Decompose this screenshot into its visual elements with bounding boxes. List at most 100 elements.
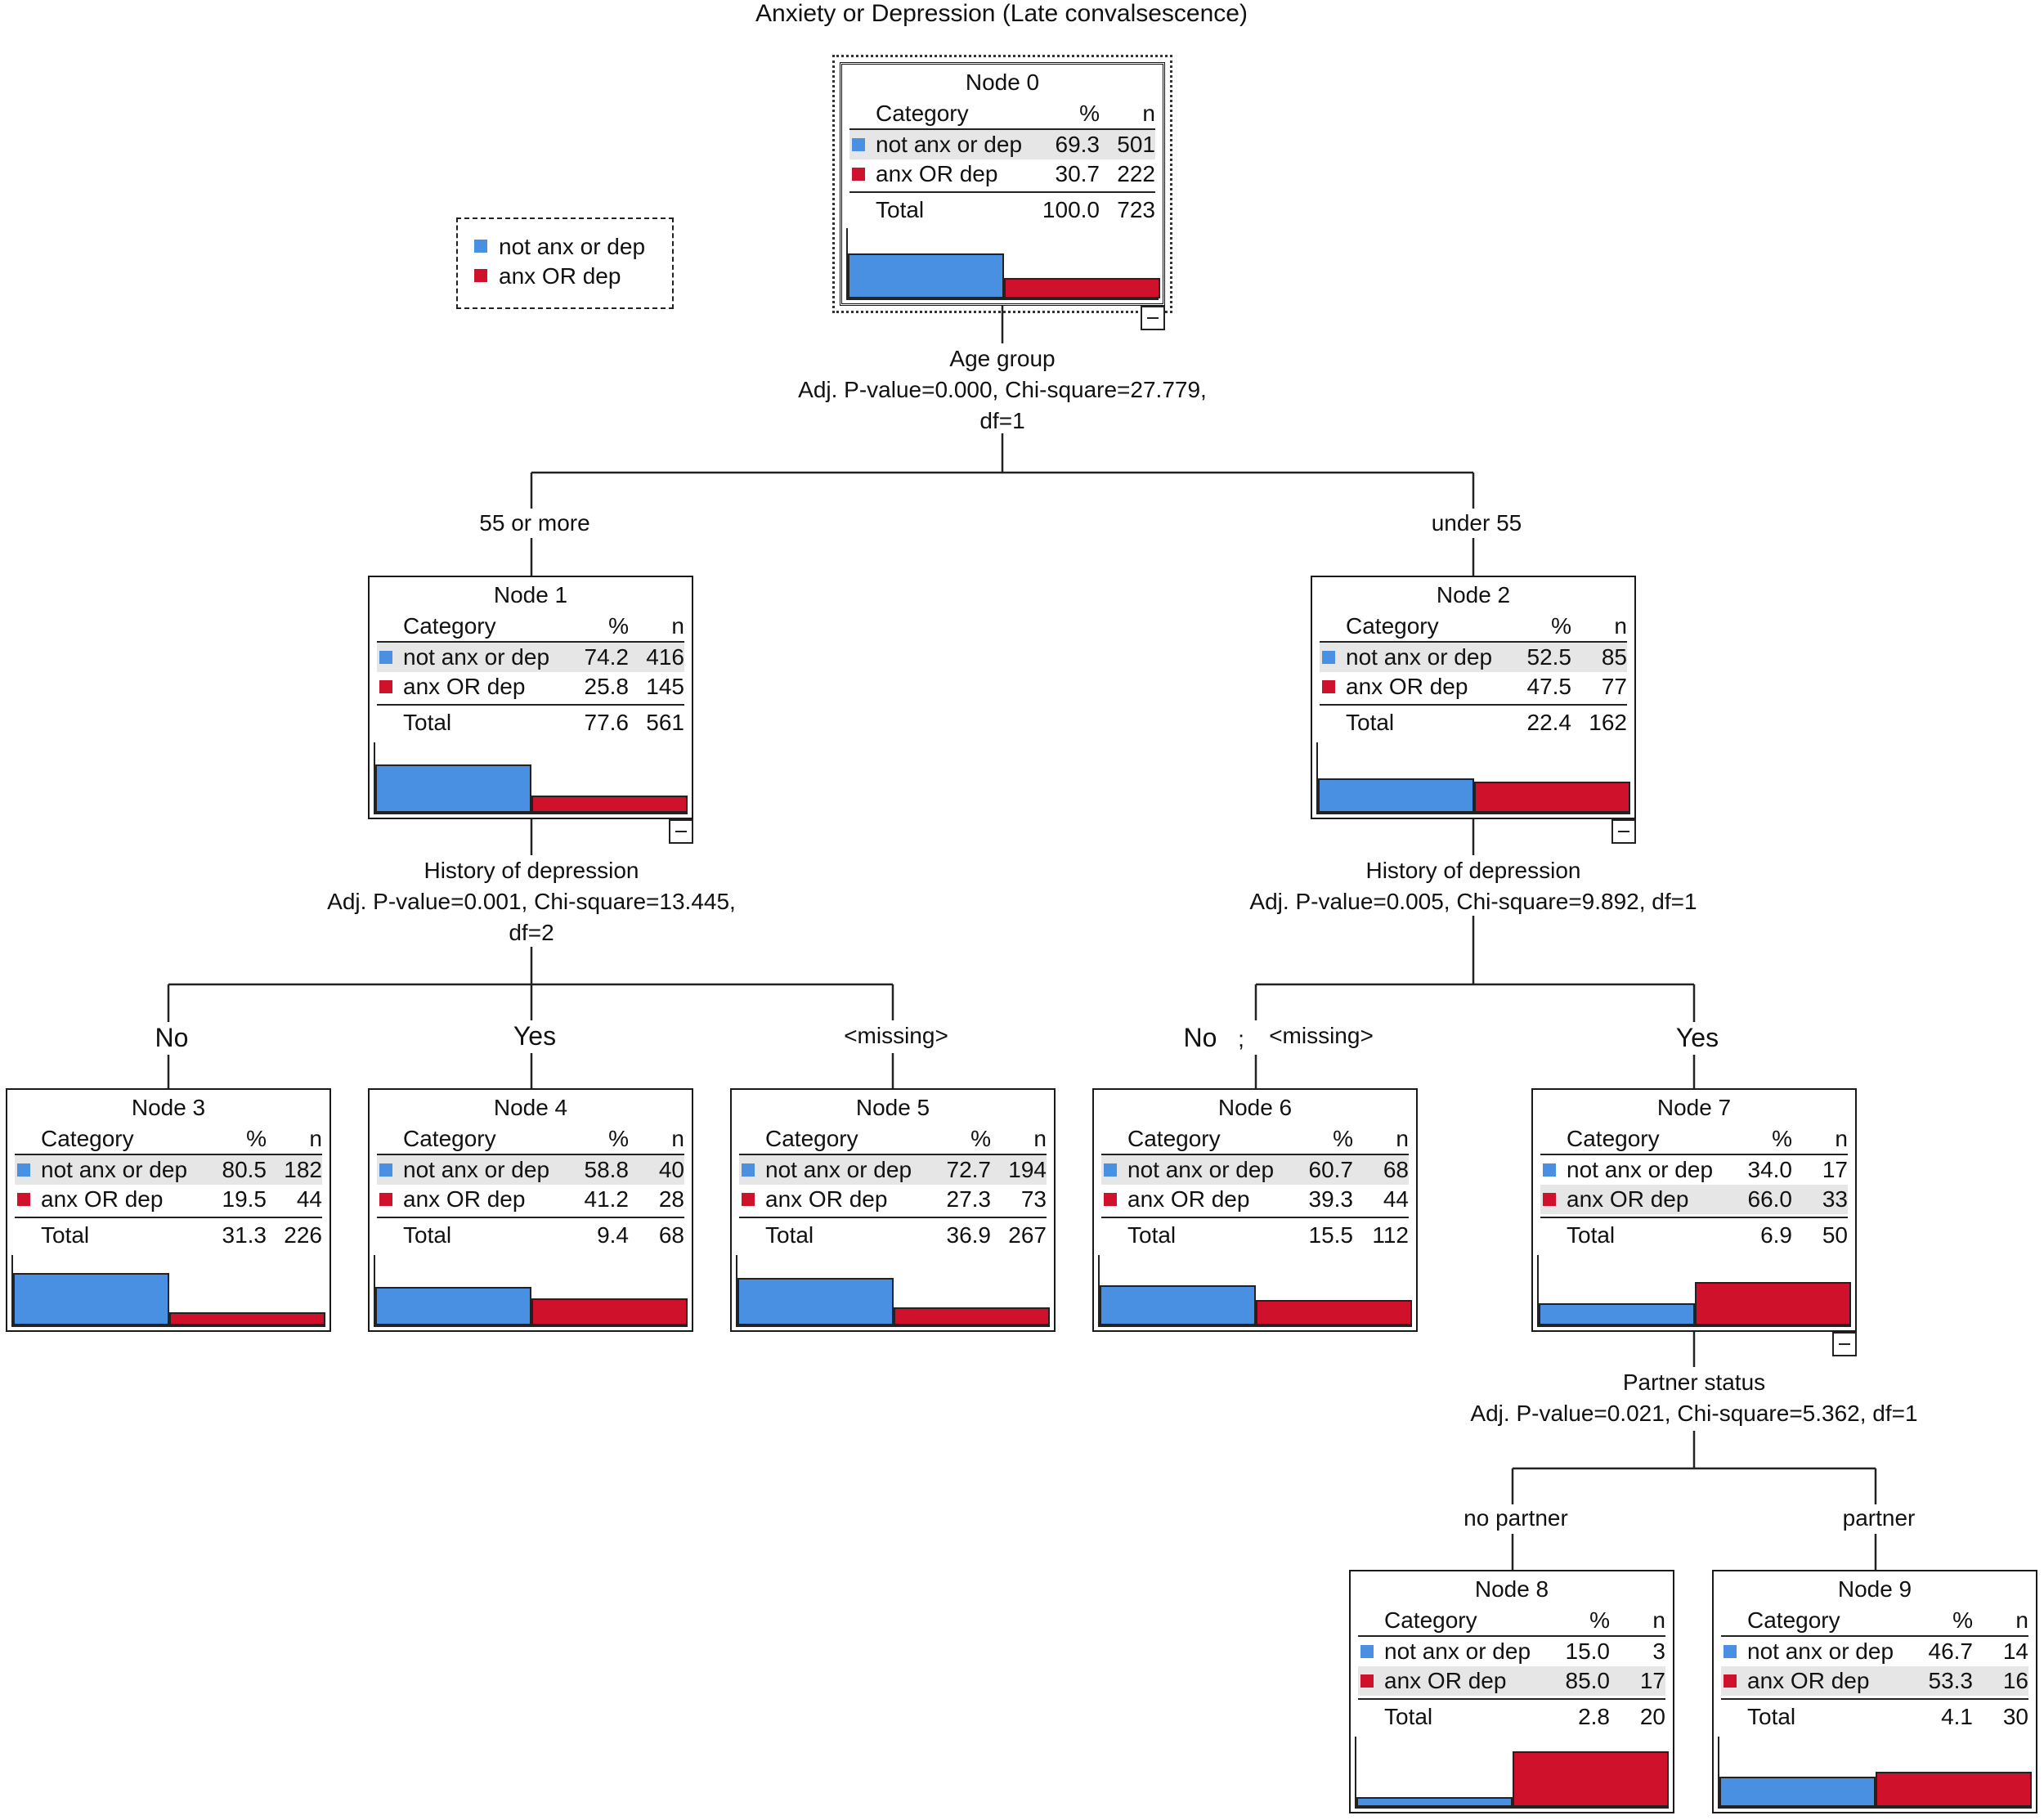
bar-anx bbox=[169, 1312, 325, 1325]
row-pct: 69.3 bbox=[1055, 132, 1100, 157]
total-n: 162 bbox=[1589, 710, 1627, 735]
total-pct: 9.4 bbox=[597, 1222, 629, 1248]
row-n: 3 bbox=[1652, 1638, 1665, 1664]
swatch-blue bbox=[379, 651, 392, 664]
header-n: n bbox=[1614, 613, 1627, 639]
swatch-red bbox=[1322, 680, 1335, 693]
header-pct: % bbox=[1952, 1607, 1973, 1633]
row-category: anx OR dep bbox=[1747, 1668, 1870, 1693]
collapse-icon[interactable] bbox=[1832, 1332, 1857, 1356]
total-n: 50 bbox=[1822, 1222, 1848, 1248]
total-pct: 77.6 bbox=[584, 710, 630, 735]
row-n: 416 bbox=[646, 644, 684, 670]
row-category: anx OR dep bbox=[403, 1186, 526, 1212]
row-category: anx OR dep bbox=[41, 1186, 164, 1212]
split-label-age-group: Age group Adj. P-value=0.000, Chi-square… bbox=[757, 343, 1248, 437]
row-category: anx OR dep bbox=[403, 674, 526, 699]
row-category: not anx or dep bbox=[1346, 644, 1493, 670]
total-label: Total bbox=[1127, 1222, 1177, 1248]
header-pct: % bbox=[1589, 1607, 1610, 1633]
swatch-red bbox=[1724, 1674, 1737, 1688]
split-label-history-depression-1: History of depression Adj. P-value=0.001… bbox=[286, 855, 777, 948]
table-header: Category%n bbox=[377, 612, 684, 643]
collapse-icon[interactable] bbox=[1611, 819, 1636, 844]
branch-label-separator: ; bbox=[1228, 1025, 1254, 1053]
total-n: 112 bbox=[1372, 1222, 1409, 1248]
bar-not-anx bbox=[375, 1286, 531, 1325]
node-title: Node 3 bbox=[131, 1095, 206, 1120]
total-n: 561 bbox=[646, 710, 684, 735]
collapse-icon[interactable] bbox=[669, 819, 693, 844]
row-n: 77 bbox=[1601, 674, 1627, 699]
total-pct: 31.3 bbox=[222, 1222, 267, 1248]
header-n: n bbox=[1142, 101, 1155, 126]
row-pct: 39.3 bbox=[1308, 1186, 1354, 1212]
row-pct: 46.7 bbox=[1928, 1638, 1974, 1664]
row-category: not anx or dep bbox=[403, 644, 550, 670]
row-n: 17 bbox=[1822, 1157, 1848, 1182]
total-pct: 36.9 bbox=[946, 1222, 992, 1248]
legend-label: not anx or dep bbox=[499, 234, 646, 259]
row-n: 501 bbox=[1117, 132, 1155, 157]
total-n: 267 bbox=[1008, 1222, 1047, 1248]
total-label: Total bbox=[1384, 1704, 1433, 1729]
row-n: 145 bbox=[646, 674, 684, 699]
bar-not-anx bbox=[1100, 1285, 1256, 1325]
row-category: not anx or dep bbox=[41, 1157, 188, 1182]
node-title: Node 6 bbox=[1217, 1095, 1293, 1120]
row-pct: 47.5 bbox=[1526, 674, 1572, 699]
row-n: 194 bbox=[1008, 1157, 1047, 1182]
bar-not-anx bbox=[1539, 1302, 1695, 1325]
header-category: Category bbox=[1747, 1607, 1840, 1633]
branch-label-55-or-more: 55 or more bbox=[450, 509, 620, 537]
swatch-blue bbox=[852, 138, 865, 151]
split-variable: History of depression bbox=[1365, 858, 1581, 883]
row-pct: 72.7 bbox=[946, 1157, 992, 1182]
swatch-blue bbox=[742, 1163, 755, 1177]
header-pct: % bbox=[608, 613, 629, 639]
bar-anx bbox=[894, 1307, 1050, 1325]
split-variable: Partner status bbox=[1622, 1369, 1766, 1395]
row-category: anx OR dep bbox=[1127, 1186, 1250, 1212]
bar-anx bbox=[1004, 278, 1160, 298]
row-pct: 60.7 bbox=[1308, 1157, 1354, 1182]
row-category: not anx or dep bbox=[1747, 1638, 1894, 1664]
total-label: Total bbox=[765, 1222, 814, 1248]
legend-item-not-anx: not anx or dep bbox=[474, 232, 645, 262]
total-n: 20 bbox=[1639, 1704, 1665, 1729]
header-category: Category bbox=[403, 613, 496, 639]
row-pct: 25.8 bbox=[584, 674, 630, 699]
table-header: Category%n bbox=[377, 1124, 684, 1155]
swatch-blue bbox=[17, 1163, 30, 1177]
header-category: Category bbox=[1384, 1607, 1477, 1633]
split-variable: Age group bbox=[949, 346, 1056, 371]
branch-label-no-partner: no partner bbox=[1439, 1504, 1593, 1532]
collapse-icon[interactable] bbox=[1141, 306, 1165, 330]
node-bar-chart bbox=[1098, 1255, 1412, 1327]
row-n: 40 bbox=[658, 1157, 684, 1182]
node-title: Node 2 bbox=[1436, 582, 1511, 607]
